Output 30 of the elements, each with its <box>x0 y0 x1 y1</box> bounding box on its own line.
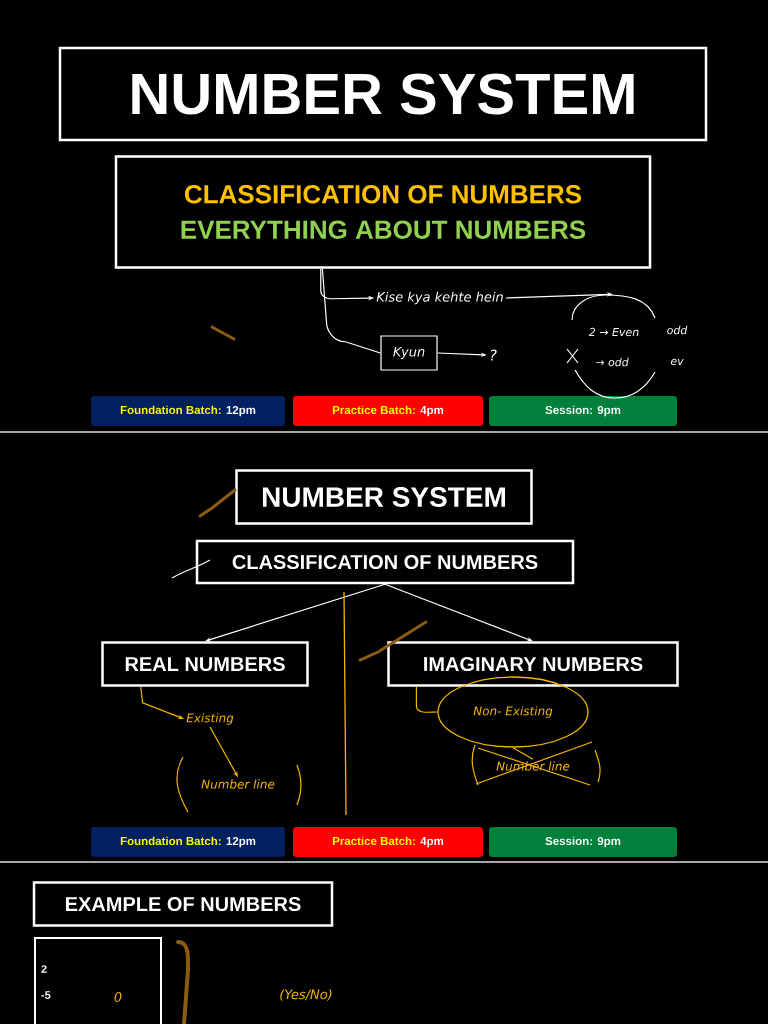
arrow <box>505 292 613 299</box>
category-box: REAL NUMBERS <box>101 641 309 687</box>
arrow <box>384 583 533 642</box>
heading-box: EXAMPLE OF NUMBERS <box>32 881 334 927</box>
handwritten-label: (Yes/No) <box>280 989 332 1001</box>
circle-drawing <box>571 294 656 399</box>
title-box: NUMBER SYSTEM <box>235 469 533 525</box>
schedule-band: Practice Batch: 4pm <box>293 827 483 857</box>
arrow <box>205 583 386 642</box>
handwritten-note: Existing <box>186 713 234 725</box>
arrow <box>140 686 184 719</box>
handwritten-note: ? <box>490 349 497 361</box>
category-box: IMAGINARY NUMBERS <box>387 641 679 687</box>
schedule-band: Foundation Batch: 12pm <box>91 827 285 857</box>
handwritten-label: → odd <box>595 357 629 367</box>
schedule-band: Session: 9pm <box>489 827 677 857</box>
handwritten-note: Number line <box>201 779 275 789</box>
handwritten-label: 2 → Even <box>588 327 639 337</box>
handwritten-box: Kyun <box>380 335 438 371</box>
schedule-band: Session: 9pm <box>489 396 677 426</box>
handwritten-label: odd <box>667 325 688 335</box>
circled-note: Non- Existing <box>437 676 589 748</box>
subtitle-box: CLASSIFICATION OF NUMBERS EVERYTHING ABOUT NUMBERS <box>114 155 652 269</box>
handwritten-note: Kise kya kehte hein <box>376 291 503 305</box>
title-box: NUMBER SYSTEM <box>58 46 708 142</box>
handwritten-label: 0 <box>114 992 122 1002</box>
handwritten-label: ev <box>670 358 684 366</box>
heading-box: CLASSIFICATION OF NUMBERS <box>195 539 575 585</box>
schedule-band: Foundation Batch: 12pm <box>91 396 285 426</box>
schedule-band: Practice Batch: 4pm <box>293 396 483 426</box>
